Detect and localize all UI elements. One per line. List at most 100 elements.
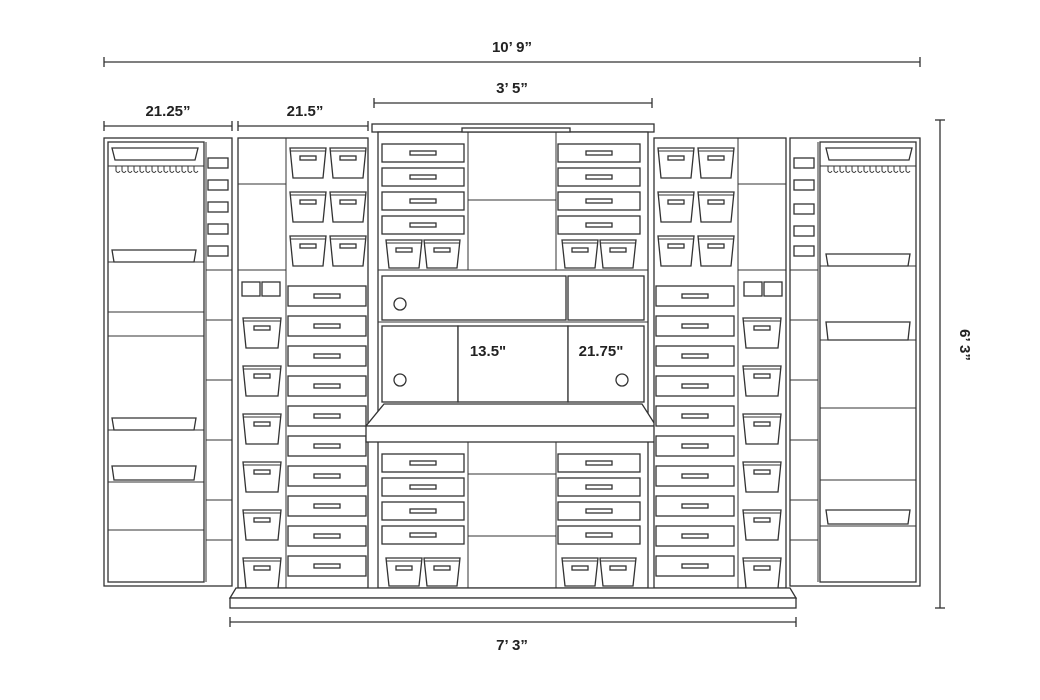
hook [869, 166, 875, 173]
drawer [287, 525, 367, 547]
base-width-label: 7’ 3” [496, 637, 528, 654]
storage-bin [242, 461, 282, 493]
drawer-handle [409, 508, 437, 514]
desk-depth-label: 13.5" [470, 343, 506, 360]
drawer [557, 215, 641, 235]
drawer-handle [585, 222, 613, 228]
base-front [229, 597, 797, 609]
height-label: 6’ 3” [956, 329, 973, 361]
bin-body [242, 317, 282, 349]
small-bin [207, 245, 229, 257]
bin-label-slot [253, 469, 271, 475]
storage-bin [742, 557, 782, 589]
storage-bin [742, 461, 782, 493]
hook [163, 166, 169, 173]
drawer [655, 315, 735, 337]
bin-body [242, 461, 282, 493]
hutch-panel-top [567, 275, 645, 321]
bin-body [599, 557, 637, 587]
bin-body [242, 557, 282, 589]
door-basket [111, 147, 199, 161]
drawer-handle [681, 383, 709, 389]
bin-label-slot [299, 155, 317, 161]
storage-bin [561, 239, 599, 269]
hook [151, 166, 157, 173]
small-bin [763, 281, 783, 297]
hook [839, 166, 845, 173]
bin-body [289, 235, 327, 267]
drawer-handle [585, 484, 613, 490]
bin-body [329, 147, 367, 179]
storage-bin [242, 413, 282, 445]
drawer-handle [585, 174, 613, 180]
hook [175, 166, 181, 173]
hook [863, 166, 869, 173]
drawer-handle [313, 533, 341, 539]
dimension-base-width: 7’ 3” [229, 617, 797, 654]
storage-bin [242, 509, 282, 541]
drawer-handle [313, 293, 341, 299]
bin-label-slot [753, 517, 771, 523]
drawer-handle [409, 150, 437, 156]
hook [833, 166, 839, 173]
bin-body [657, 147, 695, 179]
hook [133, 166, 139, 173]
total-width-label: 10’ 9” [492, 39, 532, 56]
center-width-label: 3’ 5” [496, 80, 528, 97]
hook [145, 166, 151, 173]
small-bin [207, 157, 229, 169]
right-door [789, 137, 921, 587]
bin-label-slot [667, 155, 685, 161]
light-bar [461, 127, 571, 133]
bin-body [697, 235, 735, 267]
small-bin [793, 179, 815, 191]
drawer [287, 495, 367, 517]
drawer-handle [681, 323, 709, 329]
bin-body [742, 461, 782, 493]
drawer-handle [313, 563, 341, 569]
hook [845, 166, 851, 173]
drawer [655, 345, 735, 367]
drawer-handle [681, 503, 709, 509]
bin-label-slot [609, 247, 627, 253]
door-basket [825, 253, 911, 267]
small-bin [207, 223, 229, 235]
storage-bin [657, 147, 695, 179]
bin-label-slot [667, 243, 685, 249]
drawer [655, 375, 735, 397]
drawer-handle [681, 413, 709, 419]
drawer [557, 143, 641, 163]
door-inner-frame [819, 141, 917, 583]
storage-bin [697, 147, 735, 179]
small-bin [793, 225, 815, 237]
left-cabinet-width-label: 21.5” [287, 103, 324, 120]
drawer [381, 191, 465, 211]
door-basket [825, 509, 911, 525]
bin-body [697, 147, 735, 179]
hook [875, 166, 881, 173]
bin-label-slot [753, 325, 771, 331]
bin-label-slot [753, 469, 771, 475]
bin-body [423, 557, 461, 587]
storage-bin [242, 317, 282, 349]
hook [851, 166, 857, 173]
hook [115, 166, 121, 173]
door-basket [825, 321, 911, 341]
small-bin [207, 179, 229, 191]
door-basket [825, 147, 913, 161]
storage-bin [242, 365, 282, 397]
storage-bin [657, 235, 695, 267]
left-door [103, 137, 233, 587]
bin-body [289, 191, 327, 223]
desk-height-label: 21.75" [579, 343, 624, 360]
drawer-handle [313, 503, 341, 509]
bin-label-slot [253, 565, 271, 571]
drawer-handle [313, 443, 341, 449]
bin-label-slot [433, 565, 451, 571]
drawer [557, 167, 641, 187]
hook [899, 166, 905, 173]
dimension-height: 6’ 3” [935, 119, 973, 609]
dimension-left-cabinet-width: 21.5” [237, 103, 369, 131]
bin-body [742, 317, 782, 349]
right-cabinet [653, 137, 787, 589]
